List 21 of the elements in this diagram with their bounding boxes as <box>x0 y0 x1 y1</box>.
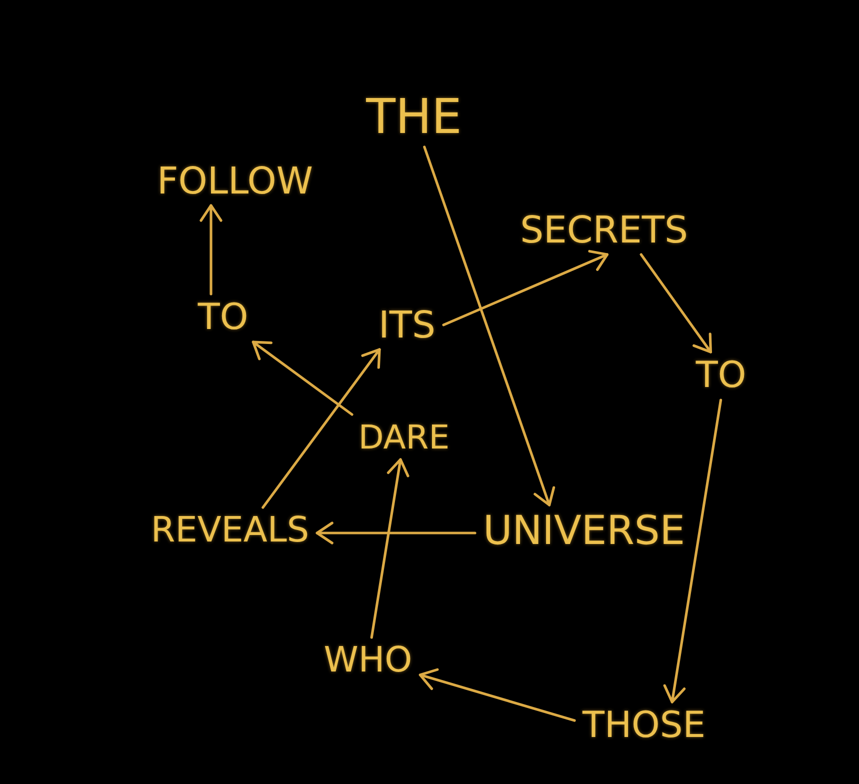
arrow <box>370 458 410 639</box>
word-label: TO <box>688 352 754 400</box>
arrow <box>262 348 381 509</box>
word-label: THE <box>358 87 470 147</box>
word-label: SECRETS <box>512 206 696 254</box>
word-label: WHO <box>316 638 420 684</box>
word-label: DARE <box>350 414 458 460</box>
word-label: ITS <box>370 300 444 350</box>
word-label: REVEALS <box>142 508 318 554</box>
arrow <box>200 204 222 296</box>
arrow <box>423 146 556 506</box>
arrow <box>252 340 354 416</box>
arrow <box>442 250 608 326</box>
arrow <box>640 253 712 354</box>
word-label: THOSE <box>574 702 714 750</box>
word-label: FOLLOW <box>148 156 322 206</box>
arrow <box>663 398 722 704</box>
arrow <box>418 668 576 722</box>
word-label: TO <box>190 294 256 342</box>
word-label: UNIVERSE <box>474 505 694 557</box>
arrow <box>316 522 476 544</box>
